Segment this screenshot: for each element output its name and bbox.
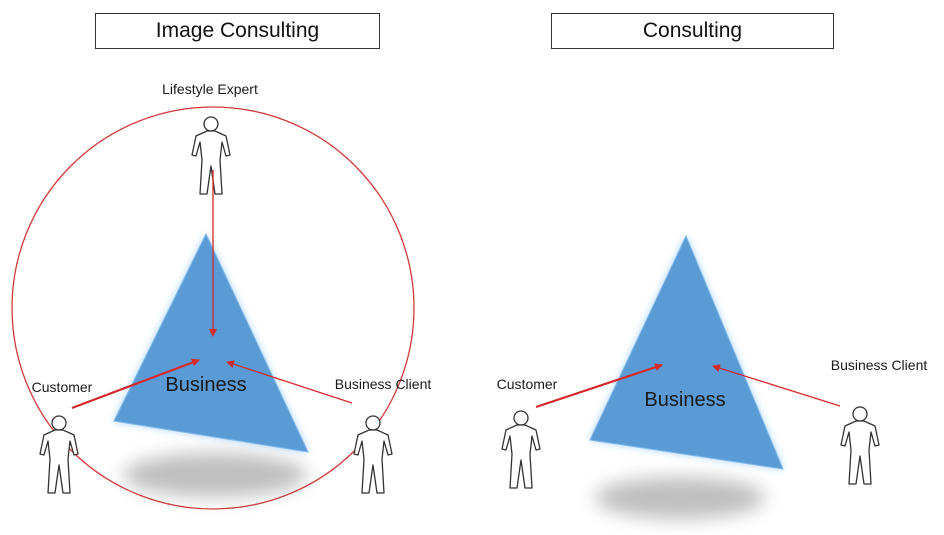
image-consulting-title: Image Consulting [95, 13, 380, 49]
business-label-right: Business [644, 389, 725, 411]
customer-label-left: Customer [32, 379, 93, 395]
arrow-customer-to-business-left [71, 358, 200, 410]
business-triangle-right [589, 234, 784, 470]
arrow-customer-to-business-right [535, 363, 663, 409]
customer-person-icon-left [39, 415, 79, 494]
lifestyle-circle [11, 106, 415, 510]
business-client-label-left: Business Client [335, 376, 432, 392]
triangle-shadow-right [595, 477, 765, 519]
customer-person-icon-right [501, 410, 541, 489]
business-client-label-right: Business Client [831, 357, 928, 373]
arrow-client-to-business-right [712, 364, 841, 407]
business-triangle-left [113, 232, 309, 453]
consulting-title: Consulting [551, 13, 834, 49]
lifestyle-expert-person-icon [191, 116, 231, 195]
business-client-person-icon-right [840, 406, 880, 485]
business-client-person-icon-left [353, 415, 393, 494]
business-label-left: Business [165, 374, 246, 396]
customer-label-right: Customer [497, 376, 558, 392]
triangle-shadow [123, 453, 307, 497]
lifestyle-expert-label: Lifestyle Expert [162, 81, 258, 97]
arrow-client-to-business-left [226, 360, 353, 404]
